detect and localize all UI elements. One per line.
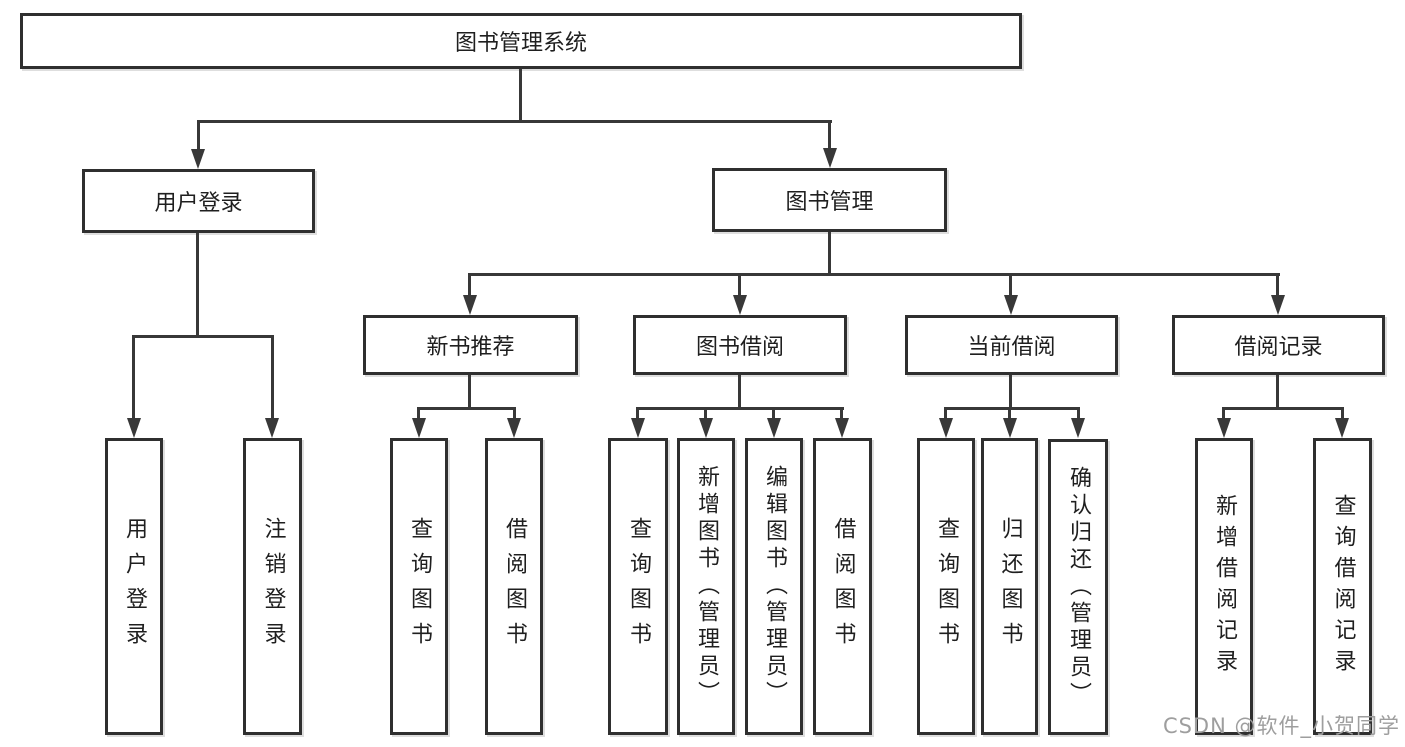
- connector-bb-drop-4: [840, 407, 843, 418]
- connector-bm-drop-4: [1276, 273, 1279, 295]
- node-current-borrow: 当前借阅: [905, 315, 1118, 375]
- arrowhead: [767, 418, 781, 438]
- arrowhead: [1003, 418, 1017, 438]
- leaf-borrow-books: 借阅图书: [813, 438, 872, 735]
- connector-nr-stub: [468, 375, 471, 407]
- node-user-login: 用户登录: [82, 169, 315, 233]
- arrowhead: [191, 149, 205, 169]
- connector-br-drop-1: [1222, 407, 1225, 418]
- leaf-query-books-borrow: 查询图书: [608, 438, 668, 735]
- arrowhead: [823, 148, 837, 168]
- connector-bb-hline: [636, 407, 844, 410]
- connector-ul-drop-1: [132, 335, 135, 418]
- connector-cb-stub: [1009, 375, 1012, 407]
- connector-bm-stub: [828, 232, 831, 273]
- arrowhead: [1071, 418, 1085, 438]
- connector-br-stub: [1276, 375, 1279, 407]
- connector-ul-drop-2: [271, 335, 274, 418]
- arrowhead: [1271, 295, 1285, 315]
- connector-bb-drop-1: [636, 407, 639, 418]
- connector-bm-hline: [468, 273, 1280, 276]
- leaf-confirm-return-admin: 确认归还（管理员）: [1048, 439, 1108, 735]
- node-root: 图书管理系统: [20, 13, 1022, 69]
- leaf-add-book-admin: 新增图书（管理员）: [677, 438, 735, 735]
- arrowhead: [127, 418, 141, 438]
- arrowhead: [412, 418, 426, 438]
- connector-root-hline: [197, 120, 832, 123]
- leaf-return-book: 归还图书: [981, 438, 1038, 735]
- arrowhead: [733, 295, 747, 315]
- connector-br-hline: [1222, 407, 1344, 410]
- arrowhead: [835, 418, 849, 438]
- connector-cb-drop-2: [1008, 407, 1011, 418]
- connector-nr-drop-2: [513, 407, 516, 418]
- arrowhead: [507, 418, 521, 438]
- leaf-edit-book-admin: 编辑图书（管理员）: [745, 438, 803, 735]
- connector-cb-hline: [944, 407, 1080, 410]
- connector-bb-stub: [738, 375, 741, 407]
- arrowhead: [699, 418, 713, 438]
- connector-bm-drop-3: [1009, 273, 1012, 295]
- arrowhead: [265, 418, 279, 438]
- leaf-query-books-recommend: 查询图书: [390, 438, 448, 735]
- leaf-query-borrow-record: 查询借阅记录: [1313, 438, 1372, 735]
- connector-bm-drop-2: [738, 273, 741, 295]
- leaf-logout: 注销登录: [243, 438, 302, 735]
- arrowhead: [1004, 295, 1018, 315]
- connector-cb-drop-1: [944, 407, 947, 418]
- connector-nr-hline: [417, 407, 516, 410]
- leaf-add-borrow-record: 新增借阅记录: [1195, 438, 1253, 735]
- connector-root-stub: [519, 69, 522, 120]
- connector-nr-drop-1: [417, 407, 420, 418]
- arrowhead: [939, 418, 953, 438]
- leaf-borrow-books-recommend: 借阅图书: [485, 438, 543, 735]
- leaf-user-login: 用户登录: [105, 438, 163, 735]
- connector-bb-drop-2: [704, 407, 707, 418]
- arrowhead: [463, 295, 477, 315]
- node-book-borrow: 图书借阅: [633, 315, 847, 375]
- csdn-watermark: CSDN @软件_小贺同学: [1162, 714, 1400, 738]
- node-book-management: 图书管理: [712, 168, 947, 232]
- arrowhead: [1335, 418, 1349, 438]
- arrowhead: [631, 418, 645, 438]
- connector-ul-stub: [196, 233, 199, 335]
- leaf-query-books-current: 查询图书: [917, 438, 975, 735]
- connector-br-drop-2: [1341, 407, 1344, 418]
- node-borrow-records: 借阅记录: [1172, 315, 1385, 375]
- connector-ul-hline: [132, 335, 274, 338]
- connector-bb-drop-3: [772, 407, 775, 418]
- arrowhead: [1217, 418, 1231, 438]
- connector-root-drop-left: [197, 120, 200, 149]
- connector-root-drop-right: [828, 120, 831, 148]
- node-new-book-recommend: 新书推荐: [363, 315, 578, 375]
- connector-cb-drop-3: [1077, 407, 1080, 418]
- connector-bm-drop-1: [468, 273, 471, 295]
